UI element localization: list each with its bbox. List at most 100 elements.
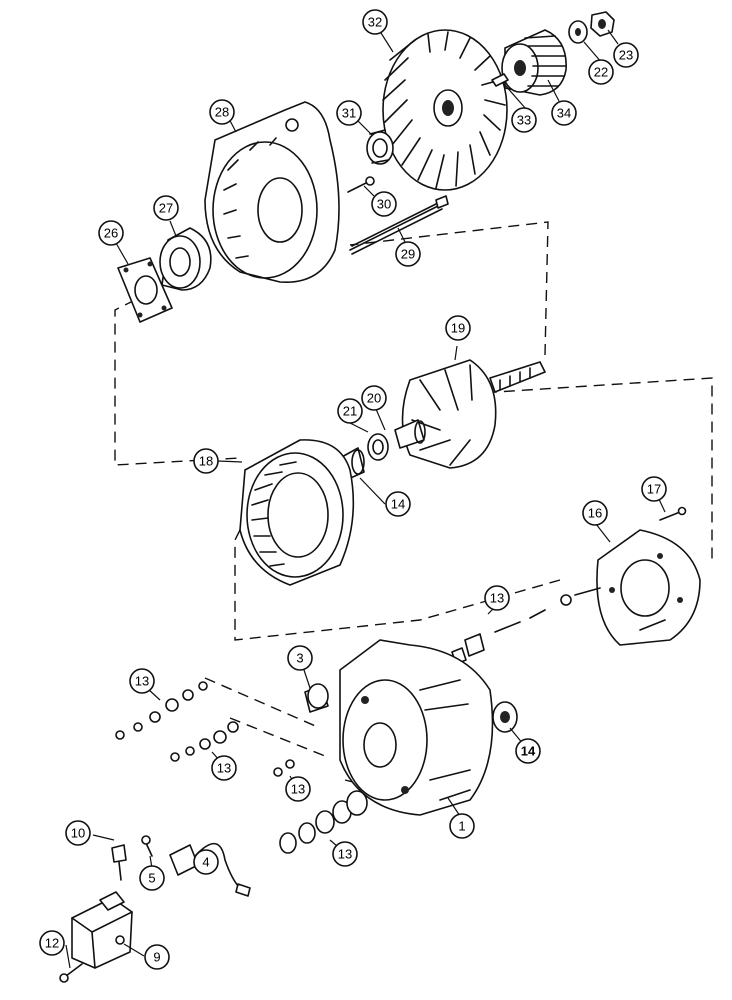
short-bolt-part	[347, 181, 369, 193]
callout-10: 10	[65, 820, 91, 846]
callout-label: 3	[296, 651, 303, 666]
callout-14-b: 14	[515, 738, 541, 764]
callout-23: 23	[613, 42, 639, 68]
bushing-part	[304, 683, 329, 713]
callout-label: 10	[71, 826, 85, 841]
terminal-part	[111, 844, 127, 863]
rotor-part	[401, 359, 546, 469]
callout-34: 34	[551, 100, 577, 126]
callout-label: 13	[291, 782, 305, 797]
callout-label: 23	[619, 48, 633, 63]
callout-30: 30	[371, 191, 397, 217]
slip-ring-housing-part	[339, 639, 494, 816]
callout-19: 19	[445, 315, 471, 341]
stator-part	[239, 439, 355, 586]
callout-13-e: 13	[484, 585, 510, 611]
callout-14-a: 14	[385, 491, 411, 517]
callout-label: 34	[557, 106, 571, 121]
callout-label: 33	[517, 113, 531, 128]
spacer-14b-part	[492, 701, 518, 733]
callout-label: 18	[199, 454, 213, 469]
assembly-line-middle	[234, 377, 713, 641]
callout-label: 13	[490, 591, 504, 606]
screw-5-part	[145, 842, 153, 857]
callout-label: 13	[135, 674, 149, 689]
callout-label: 21	[343, 404, 357, 419]
pulley-part	[501, 29, 567, 96]
screw-5-head	[141, 835, 151, 845]
callout-label: 32	[368, 15, 382, 30]
assembly-line-upper	[114, 221, 549, 466]
fan-part	[382, 29, 508, 191]
screw-12-head	[59, 973, 69, 983]
callout-20: 20	[361, 385, 387, 411]
callout-9: 9	[144, 944, 170, 970]
screw-17-part	[659, 511, 681, 521]
callout-4: 4	[193, 849, 219, 875]
callout-label: 16	[588, 506, 602, 521]
terminal-pin	[118, 861, 122, 881]
callout-label: 17	[647, 482, 661, 497]
callout-5: 5	[139, 865, 165, 891]
callout-label: 12	[45, 936, 59, 951]
drive-end-housing-part	[204, 101, 340, 283]
callout-label: 26	[104, 226, 118, 241]
nut-hole	[598, 19, 606, 29]
callout-label: 14	[521, 744, 536, 759]
callout-3: 3	[287, 645, 313, 671]
callout-label: 28	[215, 105, 229, 120]
screw-12-part	[65, 963, 83, 977]
callout-label: 20	[367, 391, 381, 406]
bearing-31-part	[366, 129, 394, 165]
callout-label: 13	[217, 761, 231, 776]
regulator-part	[71, 891, 133, 969]
callout-label: 4	[202, 855, 209, 870]
callout-label: 9	[153, 950, 160, 965]
callout-22: 22	[588, 59, 614, 85]
callout-1: 1	[449, 813, 475, 839]
long-bolt-head	[435, 195, 449, 209]
short-bolt-head	[365, 176, 375, 186]
callout-27: 27	[153, 195, 179, 221]
screw-17-head	[677, 506, 687, 516]
callout-13-b: 13	[211, 755, 237, 781]
washer-hole	[575, 28, 581, 36]
hardware-stack-lower	[279, 790, 368, 854]
callout-18: 18	[193, 448, 219, 474]
hardware-stack-left	[115, 681, 295, 777]
callout-16: 16	[582, 500, 608, 526]
callout-29: 29	[395, 241, 421, 267]
callout-label: 5	[148, 871, 155, 886]
callout-17: 17	[641, 476, 667, 502]
callout-13-c: 13	[285, 776, 311, 802]
callout-26: 26	[98, 220, 124, 246]
retainer-plate-part	[117, 257, 173, 323]
key-part	[491, 73, 509, 87]
callout-28: 28	[209, 99, 235, 125]
callout-12: 12	[39, 930, 65, 956]
callout-label: 27	[159, 201, 173, 216]
bearing-21-part	[367, 433, 389, 461]
long-bolt-part	[349, 204, 441, 251]
callout-label: 14	[391, 497, 405, 512]
callout-32: 32	[362, 9, 388, 35]
callout-label: 1	[458, 819, 465, 834]
long-bolt-threads	[351, 200, 443, 255]
callout-31: 31	[336, 100, 362, 126]
callout-label: 19	[451, 321, 465, 336]
callout-label: 30	[377, 197, 391, 212]
callout-13-d: 13	[332, 841, 358, 867]
bearing-27-part	[159, 227, 212, 291]
callout-21: 21	[337, 398, 363, 424]
capacitor-part	[169, 842, 251, 897]
callout-label: 29	[401, 247, 415, 262]
slip-ring-part	[394, 419, 426, 449]
callout-label: 13	[338, 847, 352, 862]
callout-33: 33	[511, 107, 537, 133]
leader-lines	[65, 29, 666, 969]
callout-label: 31	[342, 106, 356, 121]
callout-label: 22	[594, 65, 608, 80]
rectifier-plate-part	[574, 529, 701, 646]
